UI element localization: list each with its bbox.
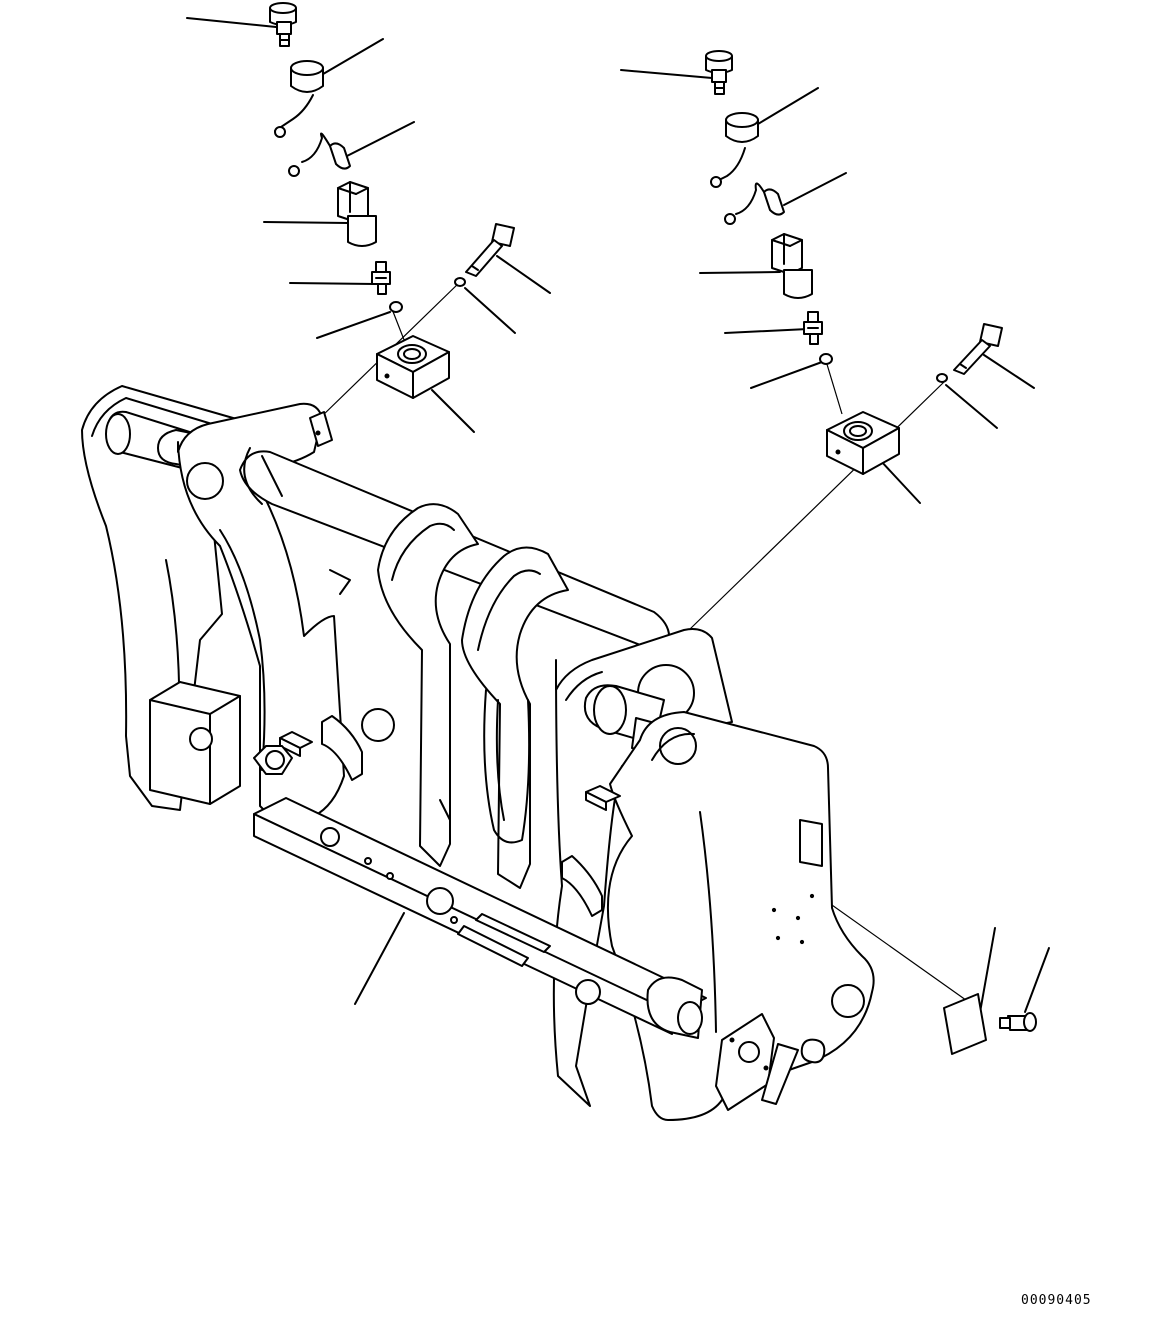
- left-lug: [310, 412, 332, 446]
- curved-gusset-2: [562, 856, 602, 916]
- center-arch-plate-2: [462, 547, 568, 888]
- left-tower-plate: [178, 404, 344, 830]
- drawing-number: 00090405: [1021, 1293, 1092, 1308]
- right-tower-plate: [554, 629, 732, 1106]
- left-grease-nipple: [270, 3, 296, 46]
- left-small-nipple: [372, 262, 390, 294]
- main-frame: [82, 386, 874, 1120]
- left-bolt: [455, 224, 514, 286]
- center-arch-plate-1: [378, 504, 478, 866]
- right-dust-cap: [711, 113, 758, 187]
- left-plug: [289, 134, 350, 177]
- grease-boss: [802, 1040, 825, 1063]
- left-o-ring: [390, 302, 402, 312]
- right-grease-nipple: [706, 51, 732, 94]
- left-mounting-block: [377, 336, 449, 398]
- beam-slots: [458, 914, 550, 966]
- right-hex-adapter: [772, 234, 812, 298]
- right-mounting-block: [827, 412, 899, 474]
- nameplate: [944, 994, 986, 1054]
- right-o-ring: [820, 354, 832, 364]
- nameplate-recess: [800, 820, 822, 866]
- right-plug: [725, 183, 784, 224]
- nameplate-rivet: [1000, 1013, 1036, 1031]
- stay-plate: [762, 1044, 798, 1104]
- right-bolt: [937, 324, 1002, 382]
- left-dust-cap: [275, 61, 323, 137]
- right-small-nipple: [804, 312, 822, 344]
- curved-gusset-1: [322, 716, 362, 780]
- callout-leader-lines: [187, 18, 1049, 1018]
- left-hex-adapter: [338, 182, 376, 246]
- lower-pin-boss: [647, 978, 702, 1038]
- right-grease-fitting-group: [706, 51, 1002, 474]
- left-grease-fitting-group: [270, 3, 514, 398]
